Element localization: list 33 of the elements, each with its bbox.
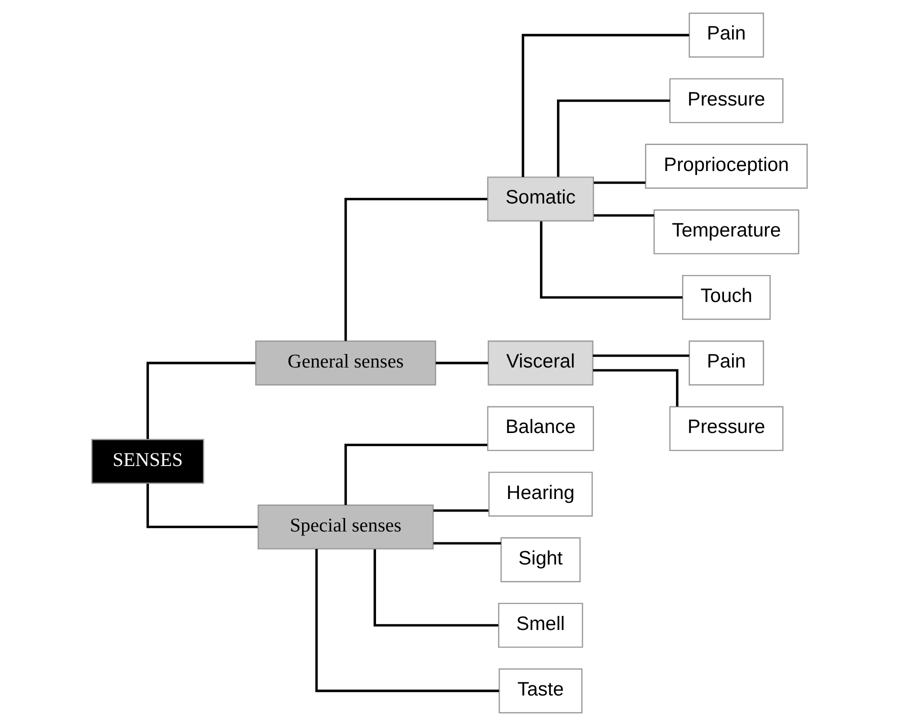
node-box: Special senses bbox=[257, 504, 434, 550]
node-box: Somatic bbox=[486, 176, 594, 222]
connector bbox=[432, 509, 488, 512]
connector bbox=[593, 181, 645, 184]
connector bbox=[593, 214, 654, 217]
node-box: Smell bbox=[498, 602, 583, 648]
node-box: Sight bbox=[500, 537, 580, 582]
connector bbox=[314, 549, 498, 692]
connector bbox=[344, 444, 487, 505]
node-box: Pain bbox=[688, 340, 764, 386]
connector bbox=[592, 354, 689, 357]
node-box: Hearing bbox=[488, 472, 592, 517]
connector bbox=[521, 34, 689, 177]
connector bbox=[556, 99, 670, 177]
connector bbox=[539, 221, 682, 299]
node-box: Visceral bbox=[487, 340, 593, 386]
node-box: General senses bbox=[254, 340, 436, 386]
node-box: Taste bbox=[498, 668, 582, 714]
node-box: Temperature bbox=[653, 209, 799, 254]
connector bbox=[373, 549, 498, 627]
node-box: Proprioception bbox=[644, 144, 808, 189]
connector bbox=[146, 362, 255, 440]
node-box: SENSES bbox=[90, 438, 204, 484]
connector bbox=[435, 362, 488, 364]
connector bbox=[146, 484, 258, 528]
node-box: Balance bbox=[486, 406, 594, 452]
node-box: Pressure bbox=[668, 406, 783, 452]
connector bbox=[592, 369, 678, 407]
node-box: Touch bbox=[682, 274, 770, 320]
connector bbox=[344, 198, 487, 341]
node-box: Pain bbox=[688, 12, 764, 58]
connector bbox=[432, 542, 501, 545]
node-box: Pressure bbox=[668, 78, 783, 124]
